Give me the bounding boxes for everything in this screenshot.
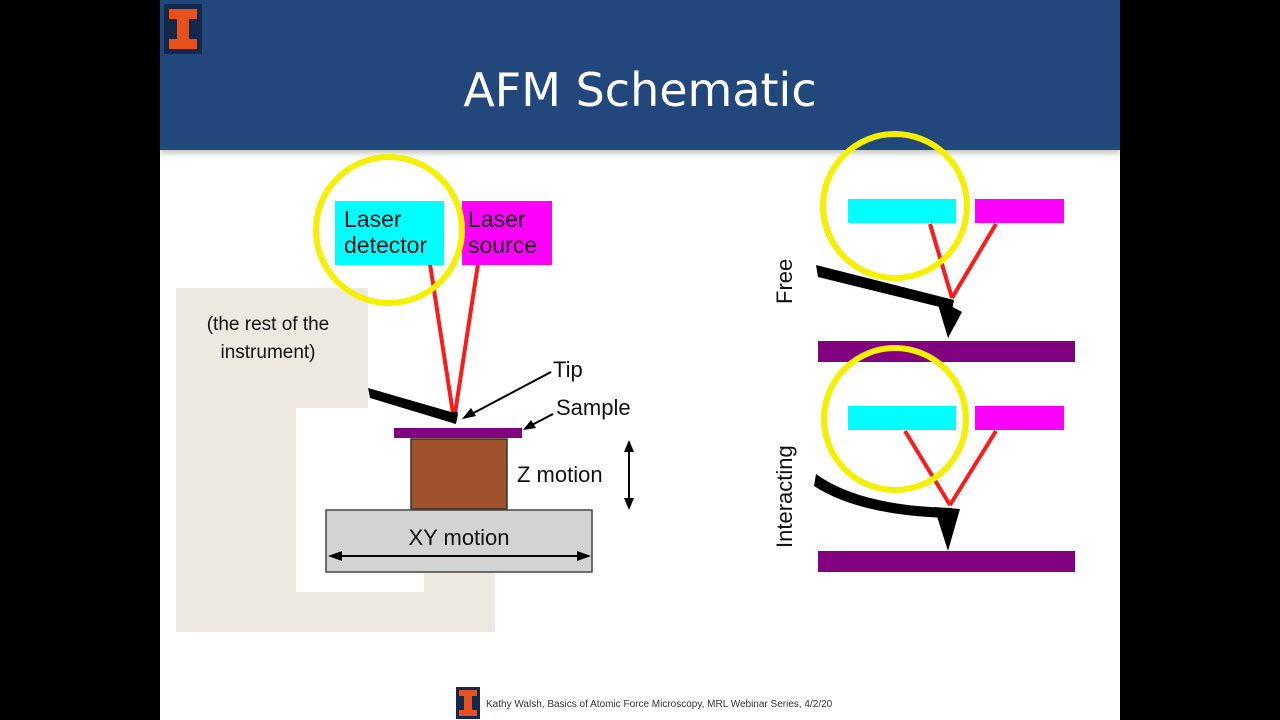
free-detector: [848, 199, 956, 223]
laser-source-label-line2: source: [468, 232, 537, 258]
sample-label: Sample: [556, 395, 631, 420]
laser-source-label-line1: Laser: [468, 206, 526, 232]
interacting-detector: [848, 406, 956, 430]
free-tip: [936, 298, 962, 338]
xy-motion-label: XY motion: [408, 525, 509, 550]
block-i-logo-icon: [164, 4, 202, 54]
laser-detector-label-line2: detector: [344, 232, 427, 258]
slide: AFM Schematic (the rest of the instrumen…: [160, 0, 1120, 720]
highlight-circle-detector: [313, 154, 465, 306]
slide-footer: Kathy Walsh, Basics of Atomic Force Micr…: [486, 699, 833, 710]
free-cantilever: [816, 265, 954, 310]
interacting-cantilever: [814, 474, 952, 518]
interacting-tip: [934, 507, 960, 551]
free-source: [975, 199, 1064, 223]
sample: [394, 428, 522, 438]
laser-beam-from-source: [452, 263, 480, 421]
cantilever-tip: [448, 412, 458, 424]
slide-title: AFM Schematic: [463, 63, 817, 117]
xy-arrow-head-left: [328, 551, 342, 561]
interacting-state-diagram: Interacting: [772, 345, 1075, 572]
interacting-sample: [818, 551, 1075, 572]
xy-arrow-head-right: [577, 551, 591, 561]
highlight-circle-interacting: [821, 345, 969, 493]
interacting-laser-in: [948, 429, 998, 507]
interacting-source: [975, 406, 1064, 430]
tip-label: Tip: [553, 357, 583, 382]
tip-pointer-head: [462, 408, 476, 419]
z-arrow-head-down: [624, 498, 634, 510]
z-arrow-head-up: [624, 440, 634, 452]
left-diagram: (the rest of the instrument) Laser detec…: [176, 154, 634, 632]
footer-block-i-logo-icon: [456, 687, 480, 719]
xy-stage: [325, 509, 593, 573]
afm-schematic-figure: (the rest of the instrument) Laser detec…: [176, 131, 1075, 632]
interacting-laser-out: [903, 429, 952, 507]
instrument-label-line2: instrument): [220, 342, 315, 363]
laser-source-box: [462, 201, 552, 265]
instrument-label-line1: (the rest of the: [207, 314, 330, 335]
highlight-circle-free: [820, 131, 970, 281]
instrument-body: [176, 288, 495, 632]
tip-pointer: [463, 371, 552, 419]
free-state-diagram: Free: [772, 131, 1075, 362]
z-motion-label: Z motion: [517, 462, 603, 487]
z-stage: [410, 438, 508, 510]
interacting-label: Interacting: [772, 445, 797, 548]
cantilever: [368, 388, 458, 424]
title-bar: AFM Schematic: [160, 0, 1120, 150]
laser-detector-label-line1: Laser: [344, 206, 402, 232]
laser-detector-box: [335, 201, 444, 265]
free-laser-in: [950, 222, 998, 300]
sample-pointer-head: [523, 420, 536, 430]
free-label: Free: [772, 259, 797, 304]
